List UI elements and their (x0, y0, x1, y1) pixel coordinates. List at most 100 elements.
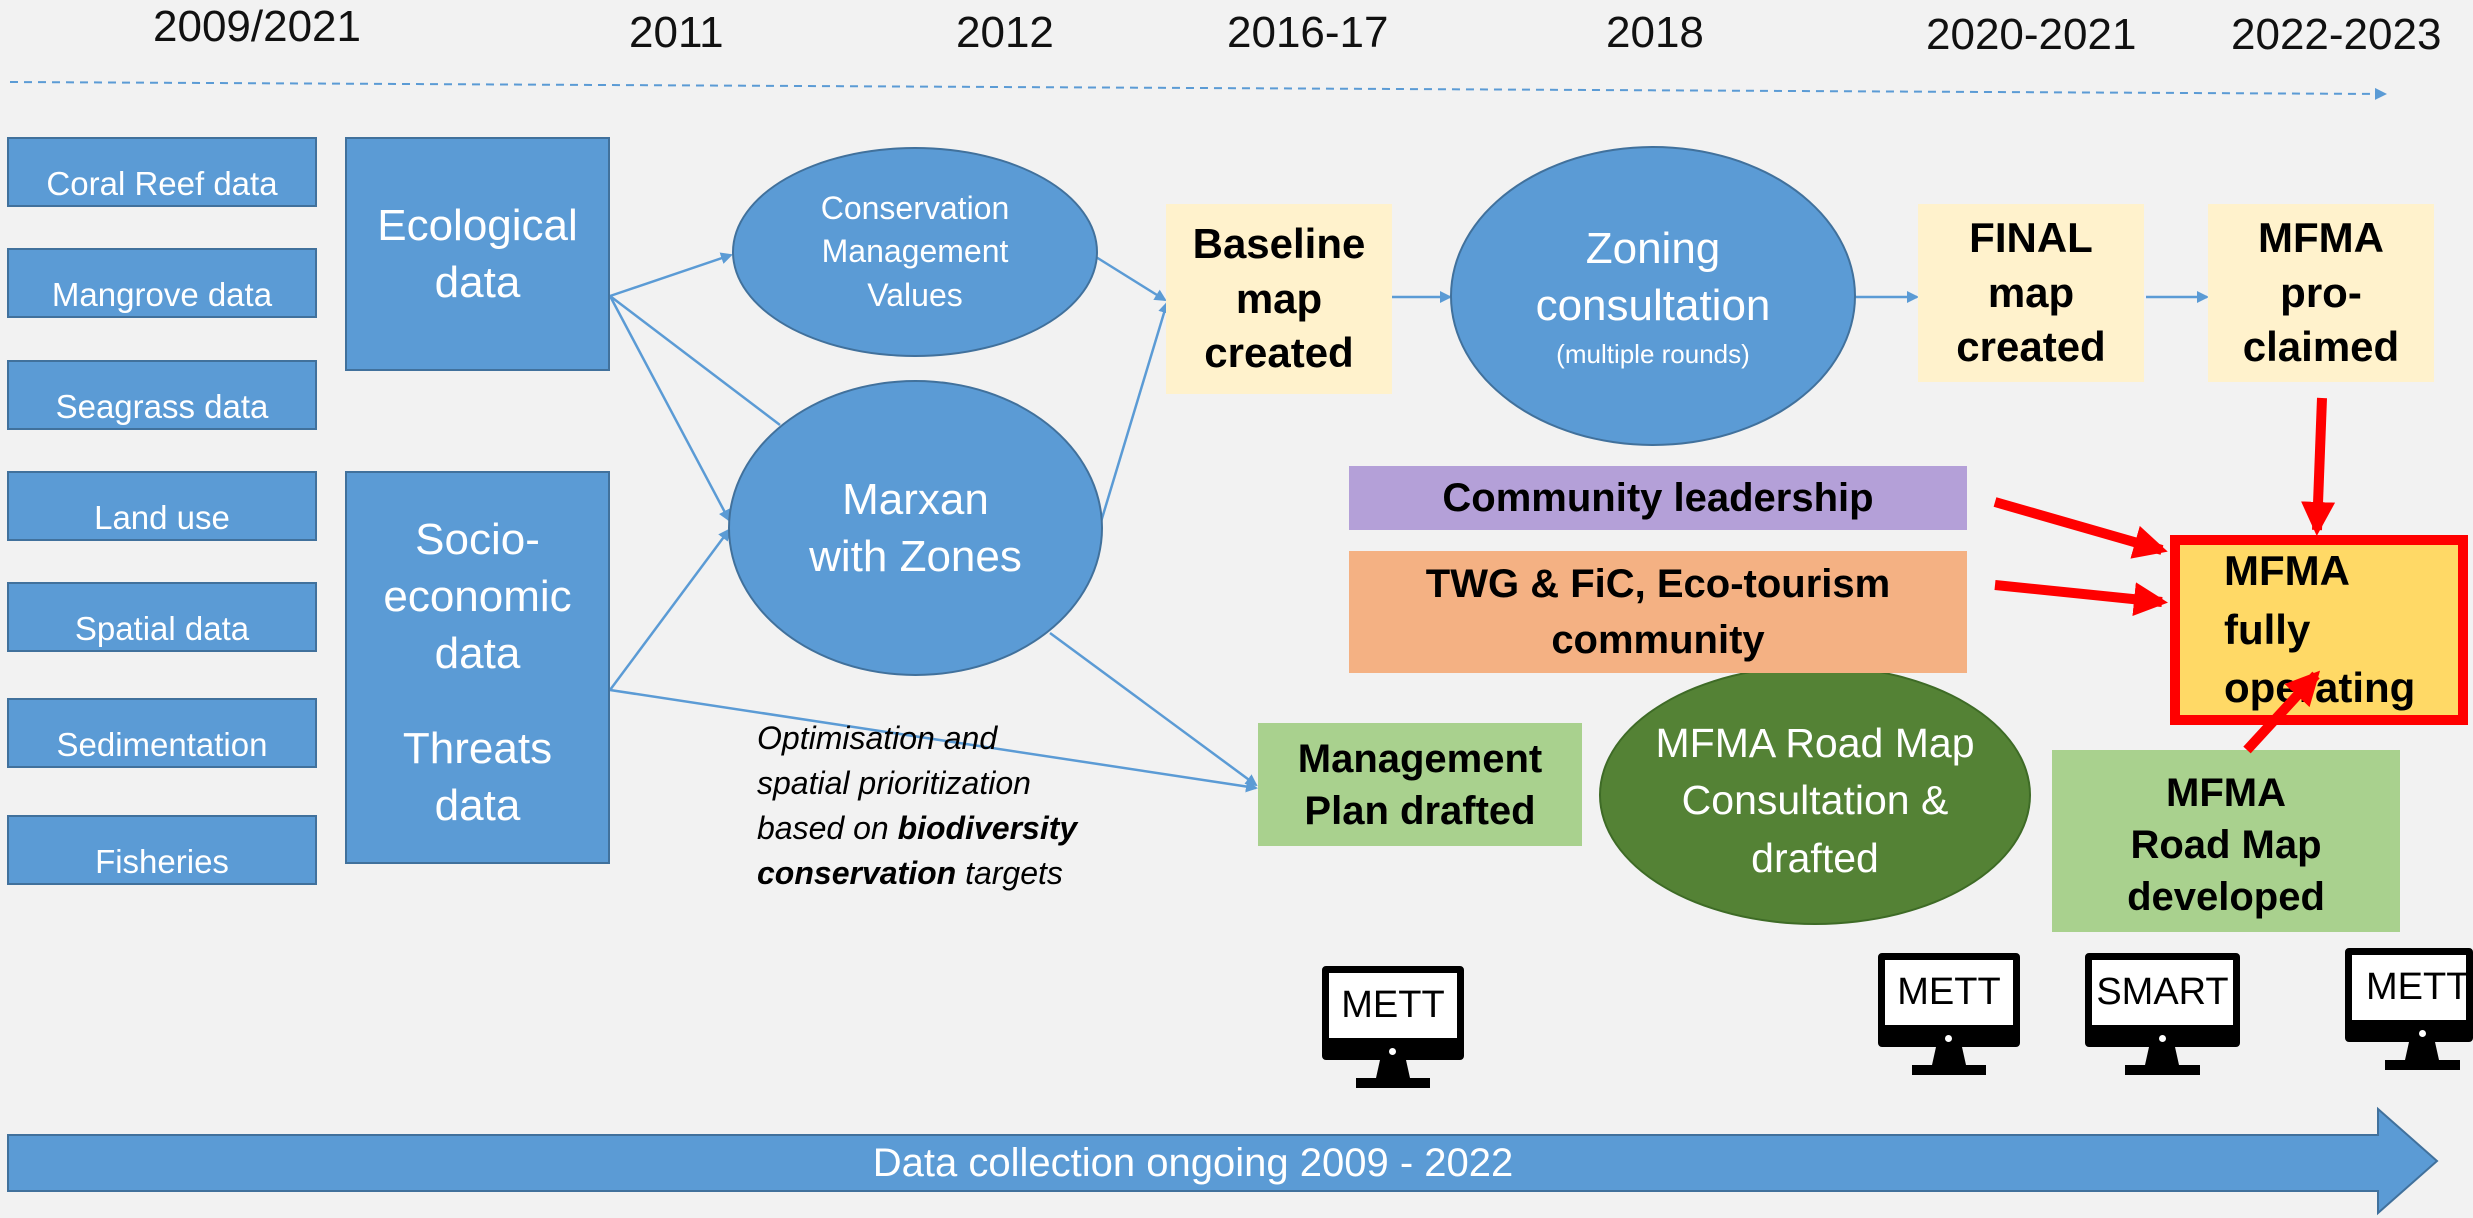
monitor-screen-mett-2: METT (1878, 953, 2020, 1047)
baseline-map-box: Baseline map created (1166, 204, 1392, 394)
opt-biodiversity: biodiversity (897, 810, 1078, 846)
year-2018: 2018 (1606, 8, 1704, 57)
proclaimed-line-2: pro- (2280, 268, 2362, 316)
socio-threats-data-box: Socio- economic data Threats data (345, 471, 610, 864)
opt-line-2: spatial prioritization (757, 765, 1031, 801)
red-arrow-roadmap-to-operating (2243, 670, 2321, 754)
zoning-consultation-ellipse: Zoning consultation (multiple rounds) (1450, 146, 1856, 446)
roadmap-dev-line-2: Road Map (2130, 823, 2322, 867)
management-plan-box: Management Plan drafted (1258, 723, 1582, 846)
marxan-ellipse: Marxan with Zones (728, 380, 1103, 676)
twg-line-2: community (1551, 618, 1765, 662)
year-2022-2023: 2022-2023 (2231, 10, 2442, 59)
arrow-eco-to-marxan-b (608, 295, 731, 522)
opt-line-3-text: based on (757, 810, 898, 846)
marxan-line-2: with Zones (809, 532, 1022, 581)
socio-line-1: Socio- (415, 515, 540, 564)
data-collection-label: Data collection ongoing 2009 - 2022 (872, 1140, 1514, 1185)
monitor-stand (1356, 1060, 1430, 1088)
operating-line-2: fully (2224, 605, 2311, 653)
arrow-values-to-baseline (1095, 255, 1167, 302)
red-arrow-proclaimed-to-operating (2301, 397, 2336, 536)
proclaimed-line-1: MFMA (2258, 214, 2384, 262)
opt-line-4: conservation targets (757, 851, 1077, 896)
monitor-screen-mett-3: METT (2345, 948, 2473, 1042)
final-line-3: created (1956, 323, 2106, 371)
threats-line-1: Threats (402, 723, 553, 773)
mfma-proclaimed-box: MFMA pro- claimed (2208, 204, 2434, 382)
data-source-sedimentation: Sedimentation (7, 698, 317, 768)
baseline-line-3: created (1204, 329, 1354, 377)
management-line-1: Management (1297, 736, 1543, 781)
opt-conservation: conservation (757, 855, 957, 891)
operating-line-1: MFMA (2224, 546, 2350, 594)
timeline-dashed-arrow (9, 81, 2387, 100)
final-map-box: FINAL map created (1918, 204, 2144, 382)
opt-line-1: Optimisation and (757, 720, 998, 756)
conservation-values-ellipse: Conservation Management Values (732, 147, 1098, 357)
data-source-spatial: Spatial data (7, 582, 317, 652)
monitor-icon-mett-2: METT (1878, 953, 2020, 1075)
monitor-icon-smart: SMART (2085, 953, 2240, 1075)
baseline-line-2: map (1235, 274, 1323, 322)
year-2009-2021: 2009/2021 (153, 2, 361, 51)
roadmap-consult-line-2: Consultation & (1681, 777, 1949, 824)
zoning-subtitle: (multiple rounds) (1556, 339, 1750, 370)
final-line-1: FINAL (1969, 214, 2093, 262)
arrow-marxan-to-baseline (1098, 301, 1170, 526)
year-2011: 2011 (629, 8, 724, 57)
twg-line-1: TWG & FiC, Eco-tourism (1425, 562, 1891, 606)
monitor-icon-mett-3: METT (2345, 948, 2473, 1070)
year-2020-2021: 2020-2021 (1926, 10, 2137, 59)
arrow-socio-to-marxan (608, 528, 731, 691)
monitor-stand (2385, 1042, 2460, 1070)
roadmap-consultation-ellipse: MFMA Road Map Consultation & drafted (1599, 665, 2031, 925)
roadmap-consult-line-3: drafted (1751, 834, 1879, 881)
twg-community-bar: TWG & FiC, Eco-tourism community (1349, 551, 1967, 673)
zoning-line-1: Zoning (1585, 223, 1721, 273)
conservation-line-3: Values (867, 276, 963, 313)
threats-line-2: data (434, 780, 521, 830)
monitor-screen-smart: SMART (2085, 953, 2240, 1047)
monitor-power-dot (2419, 1030, 2426, 1037)
monitor-stand (1912, 1047, 1986, 1075)
monitor-icon-mett-1: METT (1322, 966, 1464, 1088)
arrow-marxan-to-management (1049, 631, 1258, 787)
optimisation-note: Optimisation and spatial prioritization … (757, 716, 1077, 896)
red-arrow-twg-to-operating (1994, 580, 2168, 617)
marxan-line-1: Marxan (842, 474, 989, 524)
arrow-socio-to-management (609, 688, 1258, 793)
data-source-seagrass: Seagrass data (7, 360, 317, 430)
roadmap-dev-line-3: developed (2127, 875, 2325, 919)
ecological-line-2: data (434, 258, 521, 307)
community-leadership-bar: Community leadership (1349, 466, 1967, 530)
conservation-line-1: Conservation (820, 190, 1010, 227)
data-source-land-use: Land use (7, 471, 317, 541)
data-source-fisheries: Fisheries (7, 815, 317, 885)
arrow-eco-to-marxan-a (609, 295, 781, 426)
final-line-2: map (1987, 268, 2075, 316)
roadmap-consult-line-1: MFMA Road Map (1655, 719, 1975, 766)
data-source-coral-reef: Coral Reef data (7, 137, 317, 207)
arrow-eco-to-values (609, 252, 733, 298)
monitor-screen-mett-1: METT (1322, 966, 1464, 1060)
baseline-line-1: Baseline (1192, 220, 1366, 268)
monitor-power-dot (1945, 1035, 1952, 1042)
proclaimed-line-3: claimed (2242, 323, 2400, 371)
year-2012: 2012 (956, 8, 1054, 57)
conservation-line-2: Management (821, 233, 1009, 270)
management-line-2: Plan drafted (1304, 788, 1536, 833)
year-2016-17: 2016-17 (1227, 8, 1389, 57)
opt-line-4-text: targets (956, 855, 1063, 891)
zoning-line-2: consultation (1535, 281, 1771, 331)
roadmap-dev-line-1: MFMA (2166, 771, 2286, 815)
ecological-line-1: Ecological (377, 200, 578, 250)
monitor-stand (2125, 1047, 2200, 1075)
roadmap-developed-box: MFMA Road Map developed (2052, 750, 2400, 932)
socio-line-2: economic (383, 572, 572, 622)
monitor-power-dot (1389, 1048, 1396, 1055)
ecological-data-box: Ecological data (345, 137, 610, 371)
monitor-power-dot (2159, 1035, 2166, 1042)
